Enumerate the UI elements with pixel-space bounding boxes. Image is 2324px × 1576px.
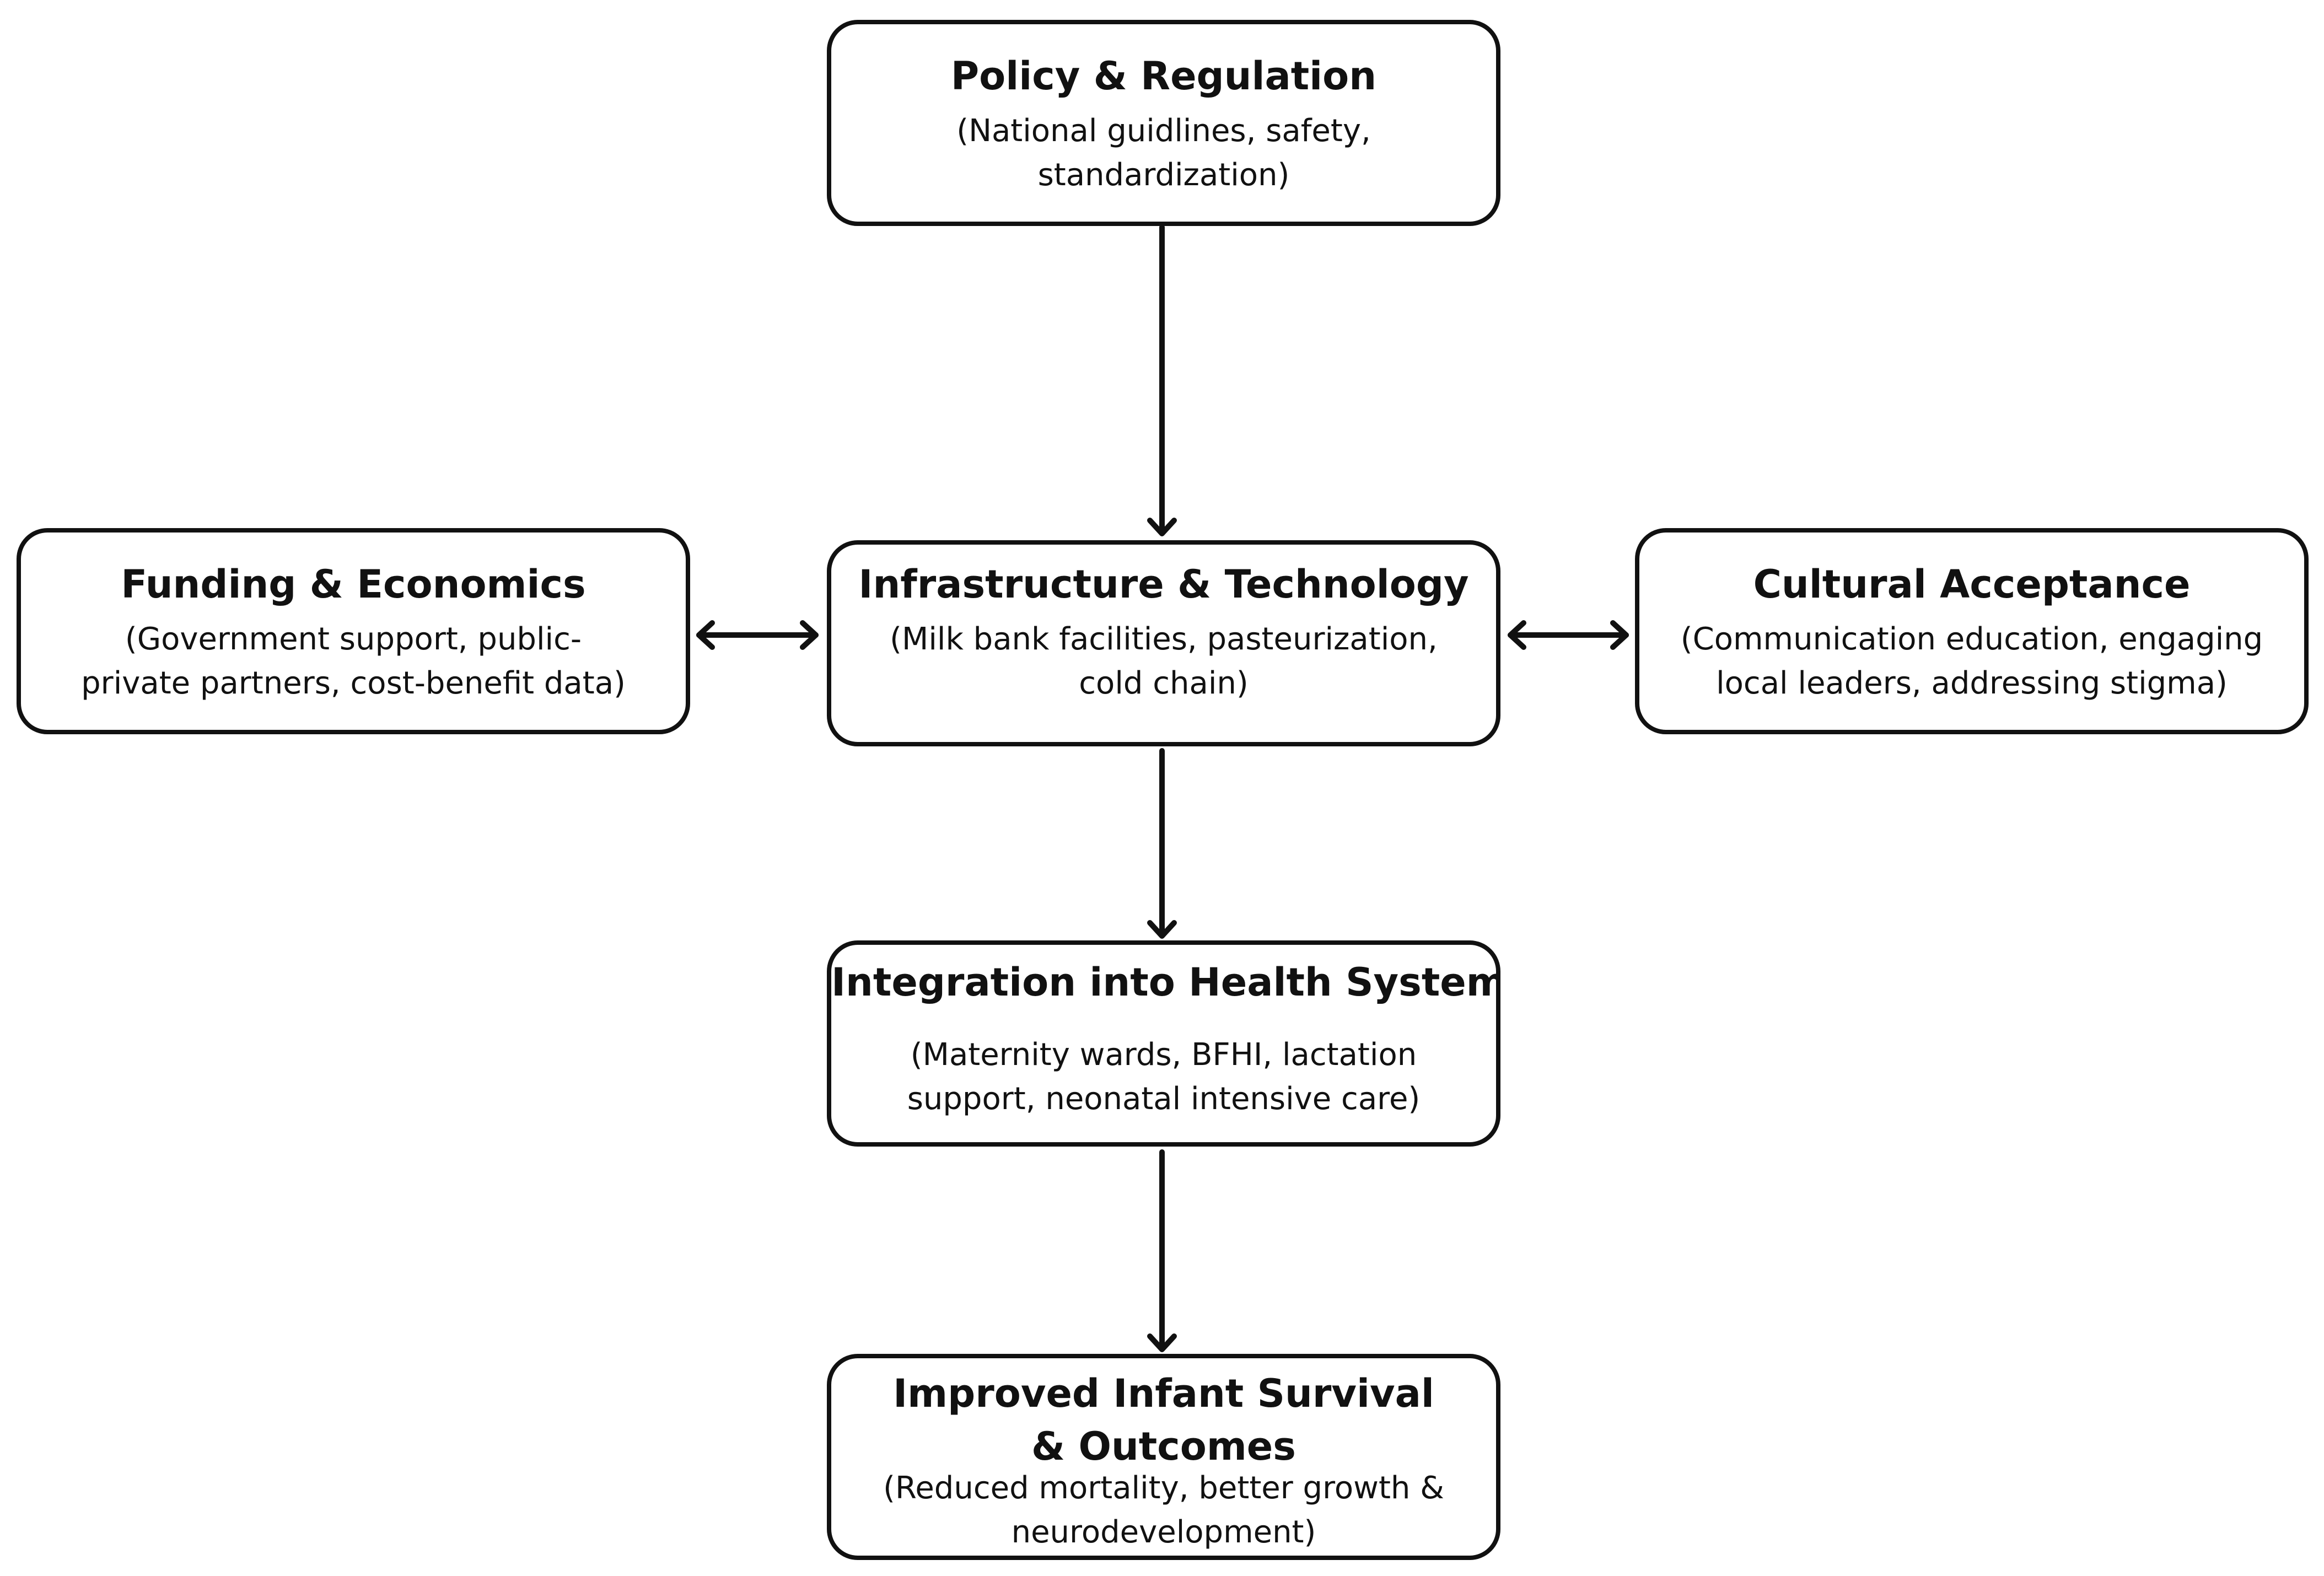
node-title: Funding & Economics <box>121 562 586 607</box>
node-infrastructure-technology: Infrastructure & Technology (Milk bank f… <box>827 540 1500 746</box>
node-cultural-acceptance: Cultural Acceptance (Communication educa… <box>1635 528 2309 734</box>
node-title: Cultural Acceptance <box>1753 562 2191 607</box>
node-title: Infrastructure & Technology <box>858 562 1469 607</box>
node-funding-economics: Funding & Economics (Government support,… <box>17 528 690 734</box>
arrow-integration-to-outcomes <box>1147 1149 1177 1352</box>
node-title: Integration into Health Systems <box>831 960 1500 1005</box>
arrow-infrastructure-to-integration <box>1147 748 1177 939</box>
node-title: Policy & Regulation <box>950 53 1377 99</box>
node-improved-infant-outcomes: Improved Infant Survival & Outcomes (Red… <box>827 1354 1500 1560</box>
node-policy-regulation: Policy & Regulation (National guidlines,… <box>827 20 1500 226</box>
arrow-policy-to-infrastructure <box>1147 224 1177 536</box>
node-title: Improved Infant Survival & Outcomes <box>893 1371 1434 1469</box>
node-integration-health-systems: Integration into Health Systems (Materni… <box>827 940 1500 1147</box>
node-description: (Government support, public-private part… <box>81 621 626 701</box>
arrow-infrastructure-cultural-bidirectional <box>1508 620 1629 650</box>
arrow-funding-infrastructure-bidirectional <box>696 620 819 650</box>
node-description: (Reduced mortality, better growth & neur… <box>883 1470 1444 1550</box>
node-description: (Milk bank facilities, pasteurization, c… <box>890 621 1438 701</box>
node-description: (National guidlines, safety, standardiza… <box>956 113 1371 193</box>
node-description: (Maternity wards, BFHI, lactation suppor… <box>907 1037 1421 1117</box>
node-description: (Communication education, engaging local… <box>1680 621 2263 701</box>
